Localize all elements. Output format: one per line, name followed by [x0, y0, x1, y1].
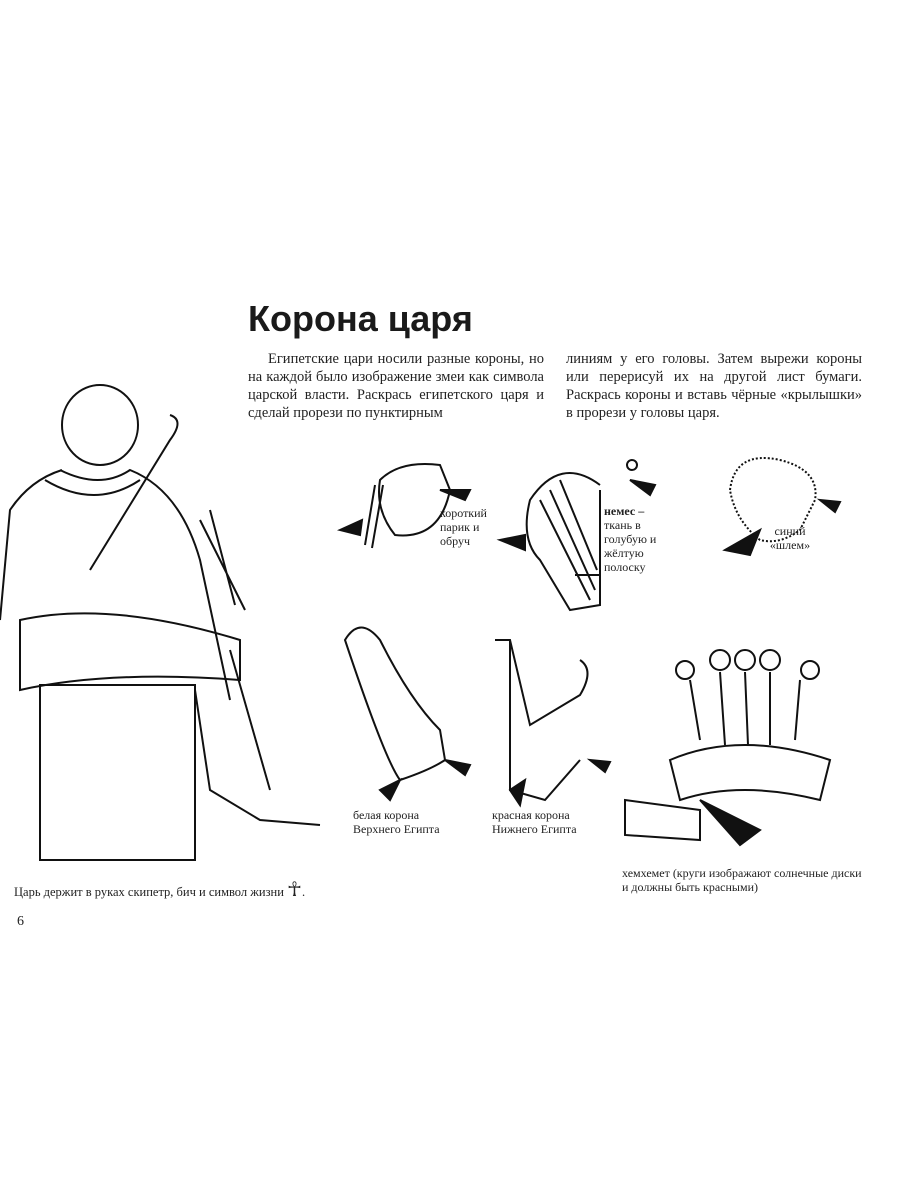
pharaoh-illustration	[0, 384, 321, 861]
blue-helmet-crown	[722, 457, 842, 557]
red-crown	[495, 639, 612, 808]
khemkhemet-label: хемхемет (круги изображают солнечные дис…	[622, 866, 862, 894]
pharaoh-caption: Царь держит в руках скипетр, бич и симво…	[14, 879, 306, 901]
wig-label: короткий парик и обруч	[440, 506, 487, 548]
caption-text: Царь держит в руках скипетр, бич и симво…	[14, 885, 284, 899]
blue-helmet-label: синий «шлем»	[769, 524, 811, 552]
white-crown	[343, 626, 472, 802]
nemes-label-bold: немес –	[604, 504, 645, 518]
page-title: Корона царя	[248, 298, 473, 339]
ankh-icon: ☥	[287, 879, 302, 901]
nemes-label-text: ткань в голубую и жёлтую полоску	[604, 518, 657, 574]
intro-text-column-2: линиям у его головы. Затем вырежи короны…	[566, 351, 862, 421]
nemes-crown	[496, 459, 657, 612]
khemkhemet-crown	[624, 649, 832, 847]
page-number: 6	[17, 914, 24, 929]
wig-crown	[336, 463, 472, 549]
white-crown-label: белая корона Верхнего Египта	[353, 808, 440, 836]
nemes-label: немес –ткань в голубую и жёлтую полоску	[604, 504, 674, 574]
red-crown-label: красная корона Нижнего Египта	[492, 808, 577, 836]
intro-text-column-1: Египетские цари носили разные короны, но…	[248, 351, 544, 421]
